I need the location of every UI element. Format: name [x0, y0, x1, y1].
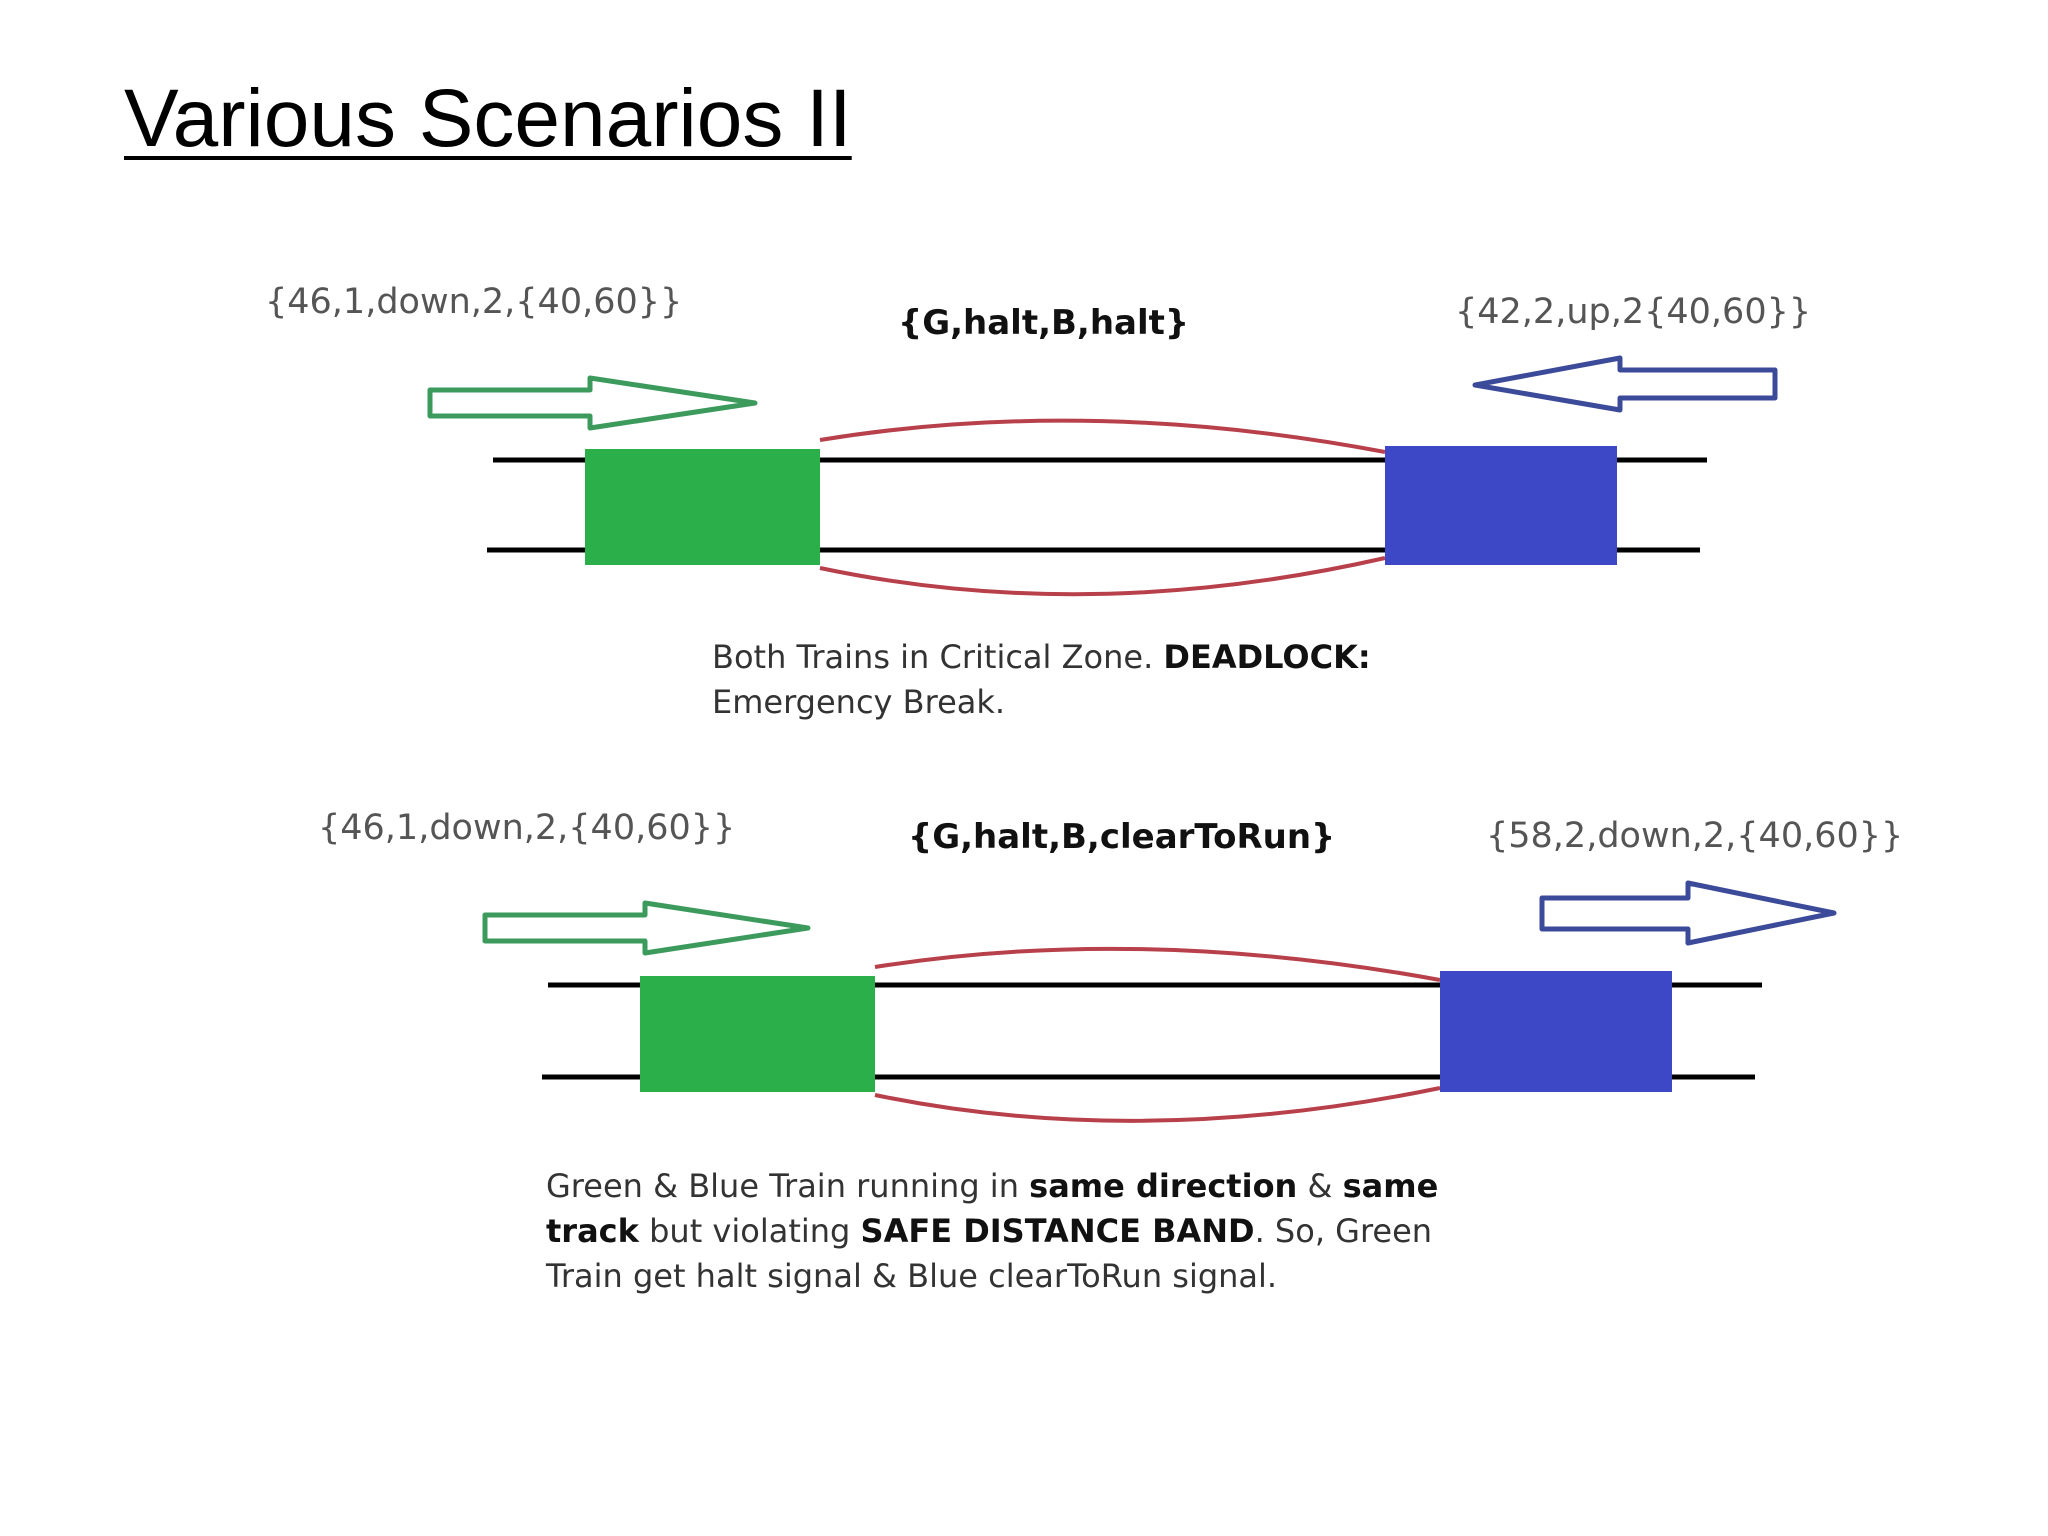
signal-state-label: {G,halt,B,clearToRun} [908, 817, 1335, 857]
caption-emphasis: DEADLOCK: [1163, 638, 1371, 676]
green-train [585, 449, 820, 565]
blue-train [1385, 446, 1617, 565]
caption-text: but violating [638, 1212, 861, 1250]
caption-emphasis: same direction [1029, 1167, 1298, 1205]
caption-text: Emergency Break. [712, 683, 1006, 721]
scenario-2: {46,1,down,2,{40,60}} {G,halt,B,clearToR… [318, 808, 1903, 1123]
caption-text: & [1297, 1167, 1343, 1205]
signal-state-label: {G,halt,B,halt} [898, 303, 1189, 343]
caption-text: Train get halt signal & Blue clearToRun … [546, 1257, 1278, 1295]
green-right-arrow-icon [482, 900, 811, 956]
green-train-status-label: {46,1,down,2,{40,60}} [265, 282, 682, 322]
caption-emphasis: same [1342, 1167, 1439, 1205]
caption-emphasis: SAFE DISTANCE BAND [860, 1212, 1255, 1250]
blue-train [1440, 971, 1672, 1092]
slide-title: Various Scenarios II [124, 73, 852, 164]
critical-zone-upper-arc [874, 946, 1441, 982]
caption-text: Green & Blue Train running in [546, 1167, 1030, 1205]
scenario-2-caption: Green & Blue Train running in same direc… [546, 1164, 1438, 1299]
blue-right-arrow-icon [1539, 880, 1837, 946]
blue-train-status-label: {42,2,up,2{40,60}} [1455, 292, 1811, 332]
caption-text: . So, Green [1254, 1212, 1433, 1250]
scenario-1: {46,1,down,2,{40,60}} {G,halt,B,halt} {4… [265, 282, 1811, 597]
caption-emphasis: track [546, 1212, 639, 1250]
scenario-1-caption: Both Trains in Critical Zone. DEADLOCK: … [712, 635, 1371, 725]
blue-train-status-label: {58,2,down,2,{40,60}} [1486, 816, 1903, 856]
blue-left-arrow-icon [1472, 355, 1778, 413]
critical-zone-upper-arc [819, 418, 1386, 454]
critical-zone-lower-arc [819, 556, 1386, 597]
green-train [640, 976, 875, 1092]
green-right-arrow-icon [427, 375, 758, 431]
green-train-status-label: {46,1,down,2,{40,60}} [318, 808, 735, 848]
caption-text: Both Trains in Critical Zone. [712, 638, 1164, 676]
critical-zone-lower-arc [874, 1086, 1441, 1123]
